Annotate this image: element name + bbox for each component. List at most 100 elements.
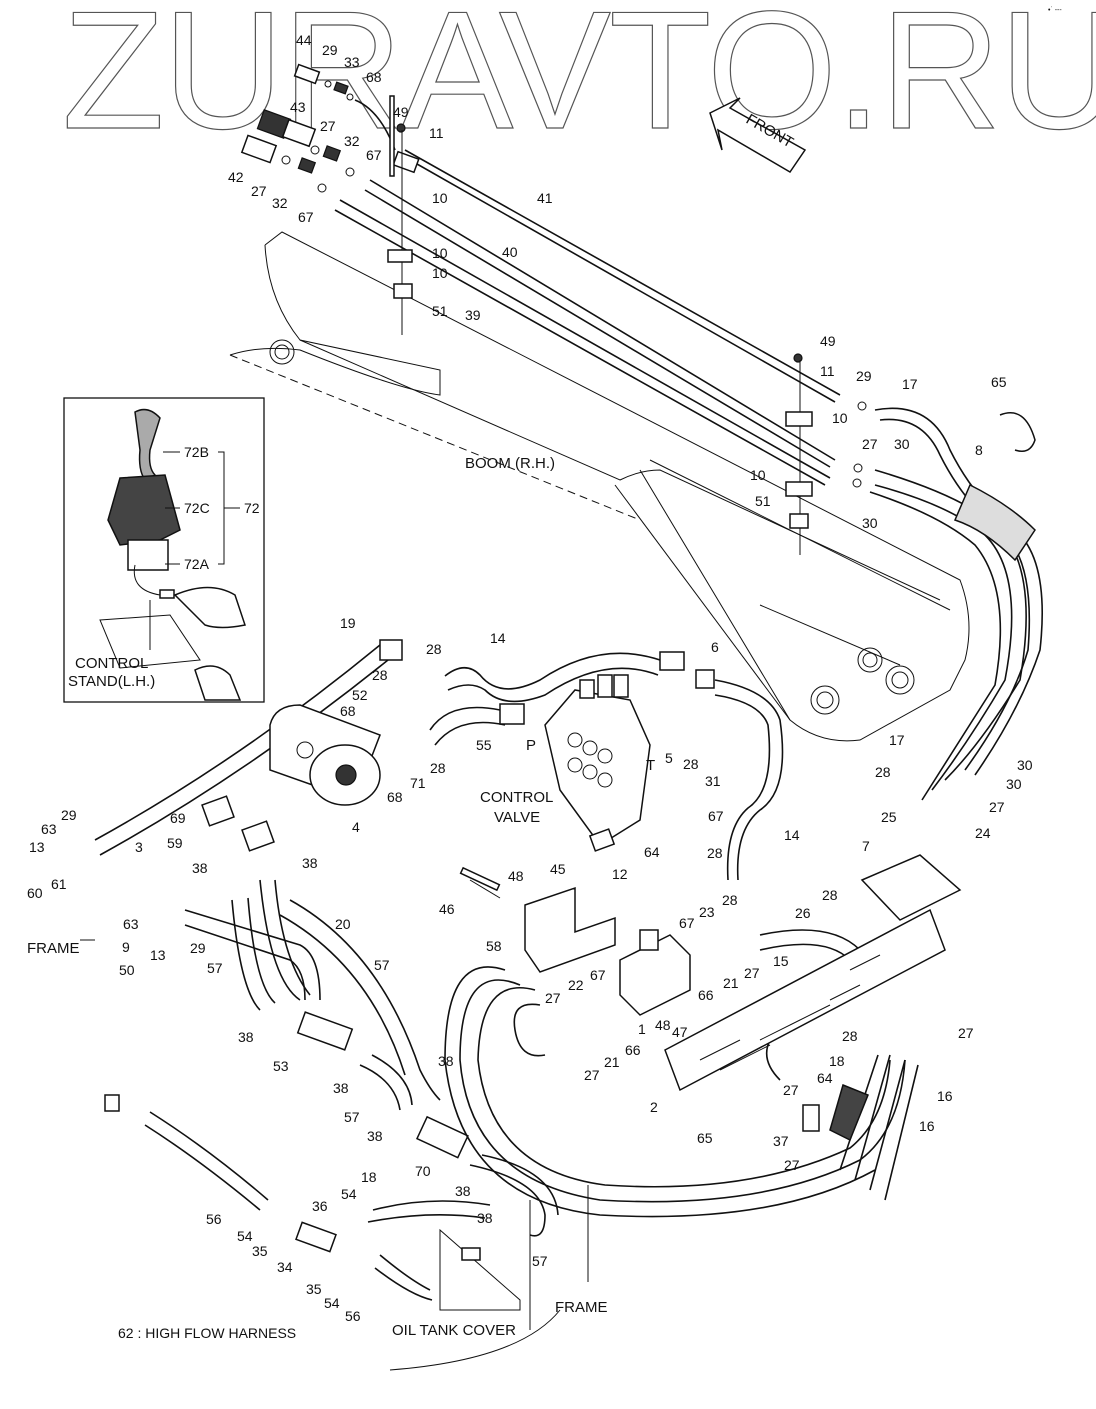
- boom-label: BOOM (R.H.): [465, 455, 555, 472]
- callout: 28: [372, 667, 388, 683]
- callout: 48: [655, 1017, 671, 1033]
- callout: 14: [490, 630, 506, 646]
- port-t-label: T: [646, 757, 655, 774]
- callouts-right-lower: 17 30 28 30 27 25 24 7 28 27 18 16 64 16…: [650, 732, 1033, 1173]
- callout: 27: [251, 183, 267, 199]
- callout: 47: [672, 1024, 688, 1040]
- callout: 61: [51, 876, 67, 892]
- callout: 38: [302, 855, 318, 871]
- callout: 38: [238, 1029, 254, 1045]
- callout: 18: [361, 1169, 377, 1185]
- callout: 48: [508, 868, 524, 884]
- frame-lines: [80, 939, 589, 1371]
- callout: 10: [432, 190, 448, 206]
- control-valve-label-2: VALVE: [494, 809, 540, 826]
- callout: 17: [889, 732, 905, 748]
- callout: 6: [711, 639, 719, 655]
- callout: 32: [272, 195, 288, 211]
- callout: 49: [820, 333, 836, 349]
- callout: 56: [345, 1308, 361, 1324]
- frame-label-left: FRAME: [27, 940, 80, 957]
- callout: 13: [150, 947, 166, 963]
- frame-label-bottom: FRAME: [555, 1299, 608, 1316]
- callout: 27: [783, 1082, 799, 1098]
- callout: 27: [744, 965, 760, 981]
- callout: 28: [842, 1028, 858, 1044]
- callout: 68: [366, 69, 382, 85]
- callout: 57: [207, 960, 223, 976]
- callout: 30: [894, 436, 910, 452]
- callout: 30: [1006, 776, 1022, 792]
- callout: 19: [340, 615, 356, 631]
- callout: 29: [190, 940, 206, 956]
- callout: 70: [415, 1163, 431, 1179]
- joystick-inset: 72B 72C 72A 72 CONTROL STAND(L.H.): [63, 397, 265, 703]
- callout: 28: [822, 887, 838, 903]
- callout: 49: [393, 104, 409, 120]
- callout: 63: [123, 916, 139, 932]
- callout: 5: [665, 750, 673, 766]
- callout: 18: [829, 1053, 845, 1069]
- callout: 27: [584, 1067, 600, 1083]
- callouts-bottom-left: 38 53 38 57 38 38 70 38 56 54 35 18 54 3…: [206, 1029, 548, 1324]
- callout: 68: [340, 703, 356, 719]
- callout: 27: [320, 118, 336, 134]
- callout: 36: [312, 1198, 328, 1214]
- callout: 43: [290, 99, 306, 115]
- callout: 23: [699, 904, 715, 920]
- callout: 42: [228, 169, 244, 185]
- callout: 10: [832, 410, 848, 426]
- callout-72a: 72A: [184, 556, 210, 572]
- callout: 67: [298, 209, 314, 225]
- callout: 21: [604, 1054, 620, 1070]
- callouts-left: 69 63 29 13 3 59 38 38 60 61 63 9 13 29 …: [27, 807, 390, 978]
- callout: 34: [277, 1259, 293, 1275]
- watermark-text: ZURAVTO.RU: [62, 0, 1096, 164]
- callout: 27: [545, 990, 561, 1006]
- callout: 16: [919, 1118, 935, 1134]
- callout: 44: [296, 32, 312, 48]
- callout: 27: [958, 1025, 974, 1041]
- callout: 64: [817, 1070, 833, 1086]
- callout: 28: [875, 764, 891, 780]
- callout: 21: [723, 975, 739, 991]
- callout: 27: [784, 1157, 800, 1173]
- elbow-hoses-left: [184, 795, 441, 1101]
- plates-2-7: [439, 854, 962, 1311]
- callout: 20: [335, 916, 351, 932]
- callout: 40: [502, 244, 518, 260]
- callouts-right-boom: 49 11 29 17 65 10 27 30 8 10 51 30: [750, 333, 1007, 531]
- callout: 54: [237, 1228, 253, 1244]
- callout: 26: [795, 905, 811, 921]
- callout-72c: 72C: [184, 500, 210, 516]
- callout: 10: [432, 265, 448, 281]
- callout: 28: [722, 892, 738, 908]
- callout: 51: [755, 493, 771, 509]
- callout: 39: [465, 307, 481, 323]
- control-stand-label-1: CONTROL: [75, 655, 148, 672]
- callout: 67: [366, 147, 382, 163]
- callout: 53: [273, 1058, 289, 1074]
- callout: 66: [625, 1042, 641, 1058]
- callout: 58: [486, 938, 502, 954]
- callout: 17: [902, 376, 918, 392]
- callout: 71: [410, 775, 426, 791]
- callout: 57: [374, 957, 390, 973]
- callout: 38: [333, 1080, 349, 1096]
- callout: 35: [252, 1243, 268, 1259]
- callouts-valve-block: 45 48 46 58 64 12 28 14 28 28 23 26 67 1…: [439, 827, 838, 1083]
- callout: 29: [856, 368, 872, 384]
- oil-tank-cover-label: OIL TANK COVER: [392, 1322, 516, 1339]
- hoses-14-55: [429, 651, 784, 881]
- callout: 55: [476, 737, 492, 753]
- callout: 25: [881, 809, 897, 825]
- callout: 30: [1017, 757, 1033, 773]
- tees-53-70: [296, 1011, 559, 1237]
- right-lower-hoses: [802, 1054, 919, 1201]
- callout: 54: [341, 1186, 357, 1202]
- callout: 59: [167, 835, 183, 851]
- callout: 67: [590, 967, 606, 983]
- callout: 38: [455, 1183, 471, 1199]
- callout: 60: [27, 885, 43, 901]
- callout: 12: [612, 866, 628, 882]
